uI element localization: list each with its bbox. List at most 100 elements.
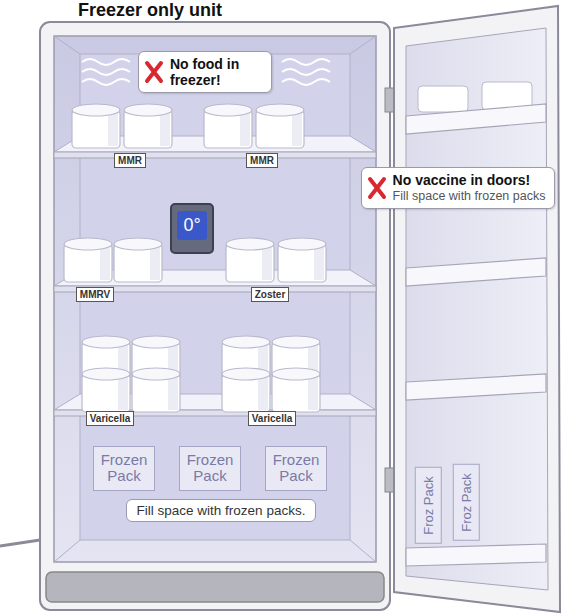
frozen-pack: Frozen Pack: [93, 446, 155, 491]
shelves: [54, 136, 376, 416]
box-top: [222, 336, 270, 348]
vaccine-box: [272, 368, 320, 412]
vaccine-box: [222, 336, 270, 380]
box-top: [124, 104, 172, 116]
vaccine-label: Zoster: [251, 287, 290, 302]
vaccine-label: Varicella: [86, 411, 135, 426]
box-top: [272, 336, 320, 348]
red-x-icon: [143, 60, 165, 84]
vaccine-label: MMR: [246, 153, 278, 168]
text-block: Varicella: [252, 412, 293, 425]
vaccine-box: [72, 104, 120, 148]
box-top: [204, 104, 252, 116]
thermometer-display: 0°: [170, 203, 213, 254]
cold-wave: [82, 79, 130, 85]
vaccine-box: [124, 104, 172, 148]
node-text: MMRV: [80, 288, 110, 301]
box-shade: [292, 112, 302, 146]
node-text: No food in freezer!: [170, 56, 262, 88]
box-shade: [118, 376, 128, 410]
door-bin: [406, 104, 546, 134]
vaccine-box: [82, 368, 130, 412]
vaccine-box: [226, 238, 274, 282]
node-text: Fill space with frozen packs.: [137, 503, 306, 518]
text-block: Frozen Pack: [96, 452, 152, 485]
door-liner: [406, 28, 548, 590]
vaccine-label: MMRV: [76, 287, 114, 302]
bottom-grille: [46, 572, 384, 602]
box-shade: [314, 246, 324, 280]
x-mark: [147, 63, 161, 81]
note-box: Fill space with frozen packs.: [126, 499, 317, 522]
box-shade: [308, 376, 318, 410]
box-top: [72, 104, 120, 116]
frozen-pack: Frozen Pack: [265, 446, 327, 491]
box-shade: [108, 112, 118, 146]
box-shade: [150, 246, 160, 280]
text-block: MMRV: [80, 288, 110, 301]
box-shade: [262, 246, 272, 280]
text-block: Froz Pack: [458, 473, 473, 532]
x-mark: [370, 179, 384, 197]
door-item: [418, 86, 468, 112]
frozen-pack: Frozen Pack: [179, 446, 241, 491]
door-bin: [406, 258, 546, 286]
box-top: [132, 368, 180, 380]
cold-wave: [282, 69, 330, 75]
box-shade: [160, 112, 170, 146]
wall-edge: [54, 36, 80, 54]
frozen-pack: Froz Pack: [414, 467, 441, 544]
wall-edges: [54, 36, 376, 562]
vaccine-box: [132, 368, 180, 412]
box-top: [82, 336, 130, 348]
vaccine-box: [82, 336, 130, 380]
box-top: [256, 104, 304, 116]
box-top: [114, 238, 162, 250]
node-text: Froz Pack: [420, 476, 435, 535]
warning-callout: No vaccine in doors!Fill space with froz…: [361, 167, 556, 208]
vaccine-box: [278, 238, 326, 282]
text-block: Froz Pack: [420, 476, 435, 535]
vaccine-box: [204, 104, 252, 148]
door-bin: [406, 544, 546, 566]
vaccine-box: [114, 238, 162, 282]
cold-wave: [82, 59, 130, 65]
box-top: [132, 336, 180, 348]
box-top: [82, 368, 130, 380]
node-text: 0°: [177, 211, 206, 240]
vaccine-box: [132, 336, 180, 380]
text-block: 0°: [177, 211, 206, 240]
box-top: [272, 368, 320, 380]
node-text: Froz Pack: [458, 473, 473, 532]
node-text: Frozen Pack: [268, 452, 324, 485]
vaccine-box: [222, 368, 270, 412]
node-text: Frozen Pack: [182, 452, 238, 485]
text-block: Frozen Pack: [268, 452, 324, 485]
hinge: [385, 88, 394, 112]
vaccine-box: [64, 238, 112, 282]
door: [394, 6, 560, 612]
box-top: [226, 238, 274, 250]
freezer-interior: [54, 36, 376, 562]
vaccine-box: [256, 104, 304, 148]
shelf-edge: [54, 152, 376, 158]
text-block: No vaccine in doors!Fill space with froz…: [393, 172, 546, 203]
node-text: Fill space with frozen packs: [393, 189, 546, 204]
text-block: Fill space with frozen packs.: [137, 503, 306, 518]
red-x-icon: [366, 176, 388, 200]
node-text: Varicella: [90, 412, 131, 425]
box-top: [222, 368, 270, 380]
text-block: MMR: [118, 154, 142, 167]
node-text: Frozen Pack: [96, 452, 152, 485]
vaccine-box: [272, 336, 320, 380]
box-shade: [168, 376, 178, 410]
box-top: [64, 238, 112, 250]
cold-wave: [282, 59, 330, 65]
warning-callout: No food in freezer!: [138, 51, 272, 93]
box-shade: [100, 246, 110, 280]
vaccine-label: MMR: [114, 153, 146, 168]
wall-edge: [350, 36, 376, 54]
